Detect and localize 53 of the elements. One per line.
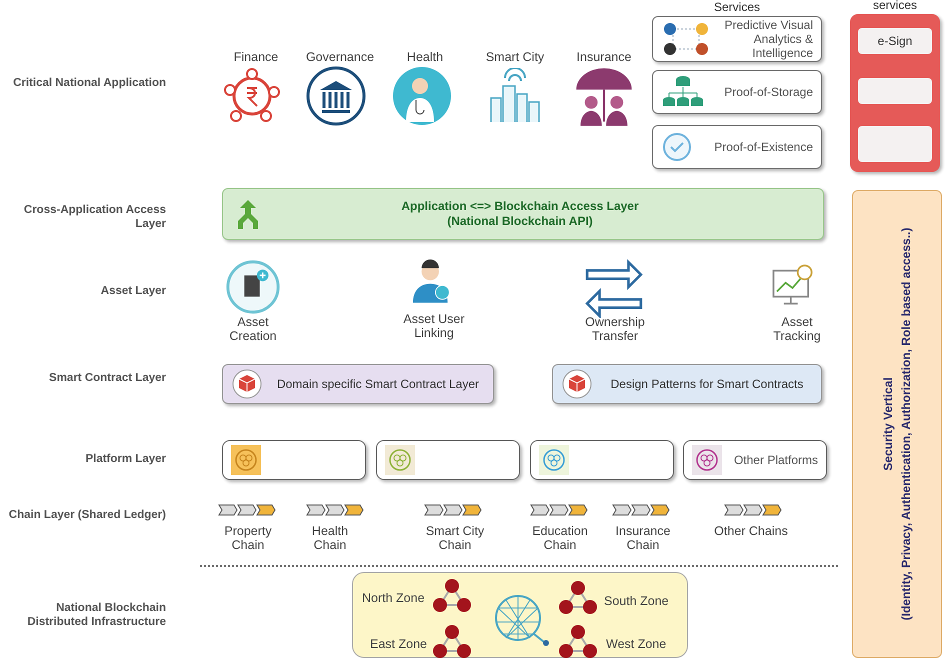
icon-caption: Smart City xyxy=(484,50,546,64)
icon-caption: Property Chain xyxy=(223,524,273,552)
panel-subtitle: (Identity, Privacy, Authentication, Authorization, Role based access..) xyxy=(899,228,913,620)
layer-name: Cross-Application Access Layer xyxy=(22,203,166,231)
service-box xyxy=(652,125,822,169)
contract-layer-box xyxy=(222,364,494,404)
service-tile xyxy=(858,78,932,104)
icon-caption: Education Chain xyxy=(531,524,589,552)
platform-box xyxy=(376,440,520,480)
platform-label: Other Platforms xyxy=(732,453,818,467)
zone-label: South Zone xyxy=(604,594,669,608)
platform-box xyxy=(222,440,366,480)
icon-caption: Health xyxy=(406,50,444,64)
service-box xyxy=(652,70,822,114)
contract-layer-box xyxy=(552,364,822,404)
icon-caption: Other Chains xyxy=(713,524,789,538)
icon-caption: Asset User Linking xyxy=(402,312,466,340)
service-label: Proof-of-Existence xyxy=(713,140,813,154)
zone-label: North Zone xyxy=(362,591,425,605)
layer-name: National Blockchain Distributed Infrastructure xyxy=(26,601,166,629)
contract-label: Domain specific Smart Contract Layer xyxy=(276,377,480,391)
group-heading: Services xyxy=(712,0,761,14)
zone-label: West Zone xyxy=(606,637,666,651)
icon-caption: Ownership Transfer xyxy=(584,315,646,343)
icon-caption: Asset Creation xyxy=(228,315,278,343)
icon-caption: Asset Tracking xyxy=(772,315,822,343)
layer-name: Chain Layer (Shared Ledger) xyxy=(8,508,166,522)
layer-name: Smart Contract Layer xyxy=(48,371,166,385)
security-vertical-panel xyxy=(852,190,942,658)
platform-box xyxy=(683,440,827,480)
layer-name: Asset Layer xyxy=(100,284,166,298)
service-label: Proof-of-Storage xyxy=(723,85,813,99)
service-label: Predictive Visual Analytics & Intelligence xyxy=(724,18,813,60)
tile-label: e-Sign xyxy=(878,34,912,48)
layer-title: Application <=> Blockchain Access Layer (National Blockchain API) xyxy=(400,199,640,229)
zone-label: East Zone xyxy=(370,637,427,651)
icon-caption: Smart City Chain xyxy=(424,524,486,552)
layer-name: Platform Layer xyxy=(84,452,166,466)
layer-name: Critical National Application xyxy=(12,76,166,90)
access-layer-bar xyxy=(222,188,824,240)
icon-caption: Insurance xyxy=(576,50,632,64)
contract-label: Design Patterns for Smart Contracts xyxy=(610,377,804,391)
panel-title: Security Vertical xyxy=(881,377,895,471)
infrastructure-panel xyxy=(352,572,688,658)
service-tile xyxy=(858,126,932,162)
service-tile xyxy=(858,28,932,54)
service-box xyxy=(652,16,822,62)
platform-box xyxy=(530,440,674,480)
icon-caption: Insurance Chain xyxy=(614,524,672,552)
icon-caption: Finance xyxy=(232,50,280,64)
icon-caption: Health Chain xyxy=(310,524,350,552)
icon-caption: Governance xyxy=(304,50,376,64)
panel-heading: services xyxy=(872,0,917,12)
